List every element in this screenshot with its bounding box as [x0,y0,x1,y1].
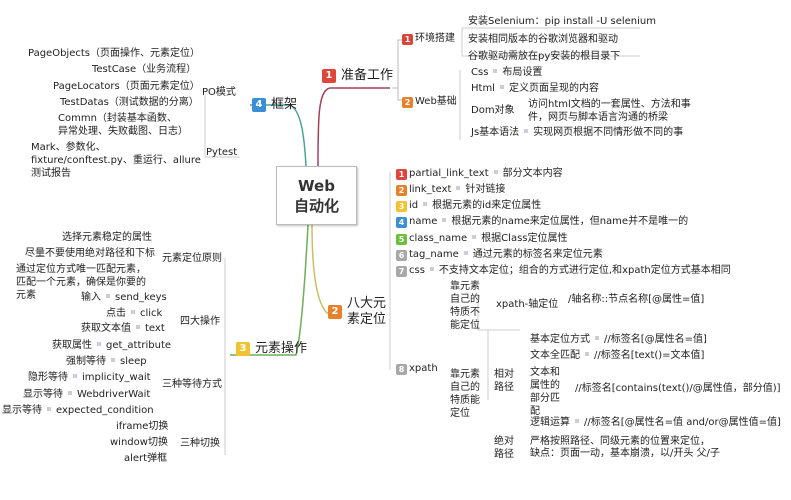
priority-1-icon: 1 [322,69,336,83]
pytest-value[interactable]: Mark、参数化、fixture/conftest.py、重运行、allure测… [31,142,201,179]
switch-iframe[interactable]: iframe切换 [116,421,169,432]
xpath-logic[interactable]: 逻辑运算//标签名[@属性名=值 and/or@属性值=值] [530,417,781,428]
topic-pytest[interactable]: Pytest [206,147,238,158]
web-item-dom-value[interactable]: 访问html文档的一套属性、方法和事件，网页与脚本语言沟通的桥梁 [528,99,691,123]
topic-element-ops[interactable]: 3 元素操作 [236,341,307,357]
topic-framework[interactable]: 4 框架 [252,97,297,113]
xpath-partial[interactable]: 文本和属性的部分匹配 [530,367,560,417]
env-item-2[interactable]: 安装相同版本的谷歌浏览器和驱动 [468,34,618,45]
web-item-dom[interactable]: Dom对象 [471,105,515,116]
switch-window[interactable]: window切换 [110,437,168,448]
switch-alert[interactable]: alert弹框 [124,453,168,464]
topic-prep[interactable]: 1 准备工作 [322,68,393,84]
env-item-3[interactable]: 谷歌驱动需放在py安装的根目录下 [468,51,621,62]
priority-4-icon: 4 [252,98,266,112]
principle-1[interactable]: 选择元素稳定的属性 [62,232,152,243]
po-item-1[interactable]: PageObjects（页面操作、元素定位） [28,48,200,59]
topic-prep-label: 准备工作 [341,68,394,83]
xpath-axis[interactable]: xpath-轴定位 [496,299,559,310]
priority-3-icon: 3 [396,201,407,212]
priority-3-icon: 3 [236,342,250,356]
topic-wait-methods[interactable]: 三种等待方式 [162,379,222,390]
xpath-absolute-line1[interactable]: 严格按照路径、同级元素的位置来定位， [530,436,710,447]
xpath-axis-value[interactable]: /轴名称::节点名称[@属性=值] [568,294,705,305]
xpath-absolute-path[interactable]: 绝对路径 [494,436,514,460]
topic-locate-principles[interactable]: 元素定位原则 [162,253,222,264]
topic-four-ops[interactable]: 四大操作 [180,316,220,327]
xpath-basic[interactable]: 基本定位方式//标签名[@属性名=值] [530,334,707,345]
po-item-2[interactable]: TestCase（业务流程） [92,64,197,75]
po-item-4[interactable]: TestDatas（测试数据的分离） [60,97,199,108]
principle-2[interactable]: 尽量不要使用绝对路径和下标 [25,248,155,259]
central-topic-line1: Web [298,176,335,195]
topic-framework-label: 框架 [271,97,298,112]
po-item-3[interactable]: PageLocators（页面元素定位） [53,81,200,92]
xpath-text-full[interactable]: 文本全匹配//标签名[text()=文本值] [530,350,705,361]
topic-switches[interactable]: 三种切换 [180,438,220,449]
priority-2-icon: 2 [328,305,342,319]
xpath-relative-path[interactable]: 相对路径 [494,369,514,393]
central-topic[interactable]: Web 自动化 [276,166,357,225]
priority-1-icon: 1 [396,169,407,180]
xpath-absolute-line2[interactable]: 缺点：页面一动，基本崩溃，以/开头 父/子 [530,448,720,459]
topic-web-basics-label: Web基础 [415,96,457,107]
priority-8-icon: 8 [396,364,407,375]
topic-locators-label: 八大元素定位 [347,296,387,327]
priority-1-icon: 1 [402,34,413,45]
env-item-1[interactable]: 安装Selenium：pip install -U selenium [468,16,656,27]
priority-2-icon: 2 [402,97,413,108]
priority-6-icon: 6 [396,250,407,261]
xpath-partial-value[interactable]: //标签名[contains(text()/@属性值，部分值)] [575,383,781,394]
xpath-cannot-locate[interactable]: 靠元素自己的特质不能定位 [450,281,480,331]
priority-4-icon: 4 [396,217,407,228]
priority-5-icon: 5 [396,234,407,245]
topic-env-setup-label: 环境搭建 [415,33,455,44]
principle-3[interactable]: 通过定位方式唯一匹配元素，匹配一个元素，确保是你要的元素 [16,264,146,301]
topic-element-ops-label: 元素操作 [255,341,308,356]
priority-7-icon: 7 [396,266,407,277]
xpath-can-locate[interactable]: 靠元素自己的特质能定位 [450,369,480,419]
central-topic-line2: 自动化 [293,196,339,215]
topic-po-mode[interactable]: PO模式 [202,87,236,98]
priority-2-icon: 2 [396,185,407,196]
po-item-5[interactable]: Commn（封装基本函数、异常处理、失败截图、日志） [58,113,188,137]
web-item-js[interactable]: Js基本语法实现网页根据不同情形做不同的事 [471,127,684,138]
topic-locators[interactable]: 2 八大元素定位 [328,296,388,328]
